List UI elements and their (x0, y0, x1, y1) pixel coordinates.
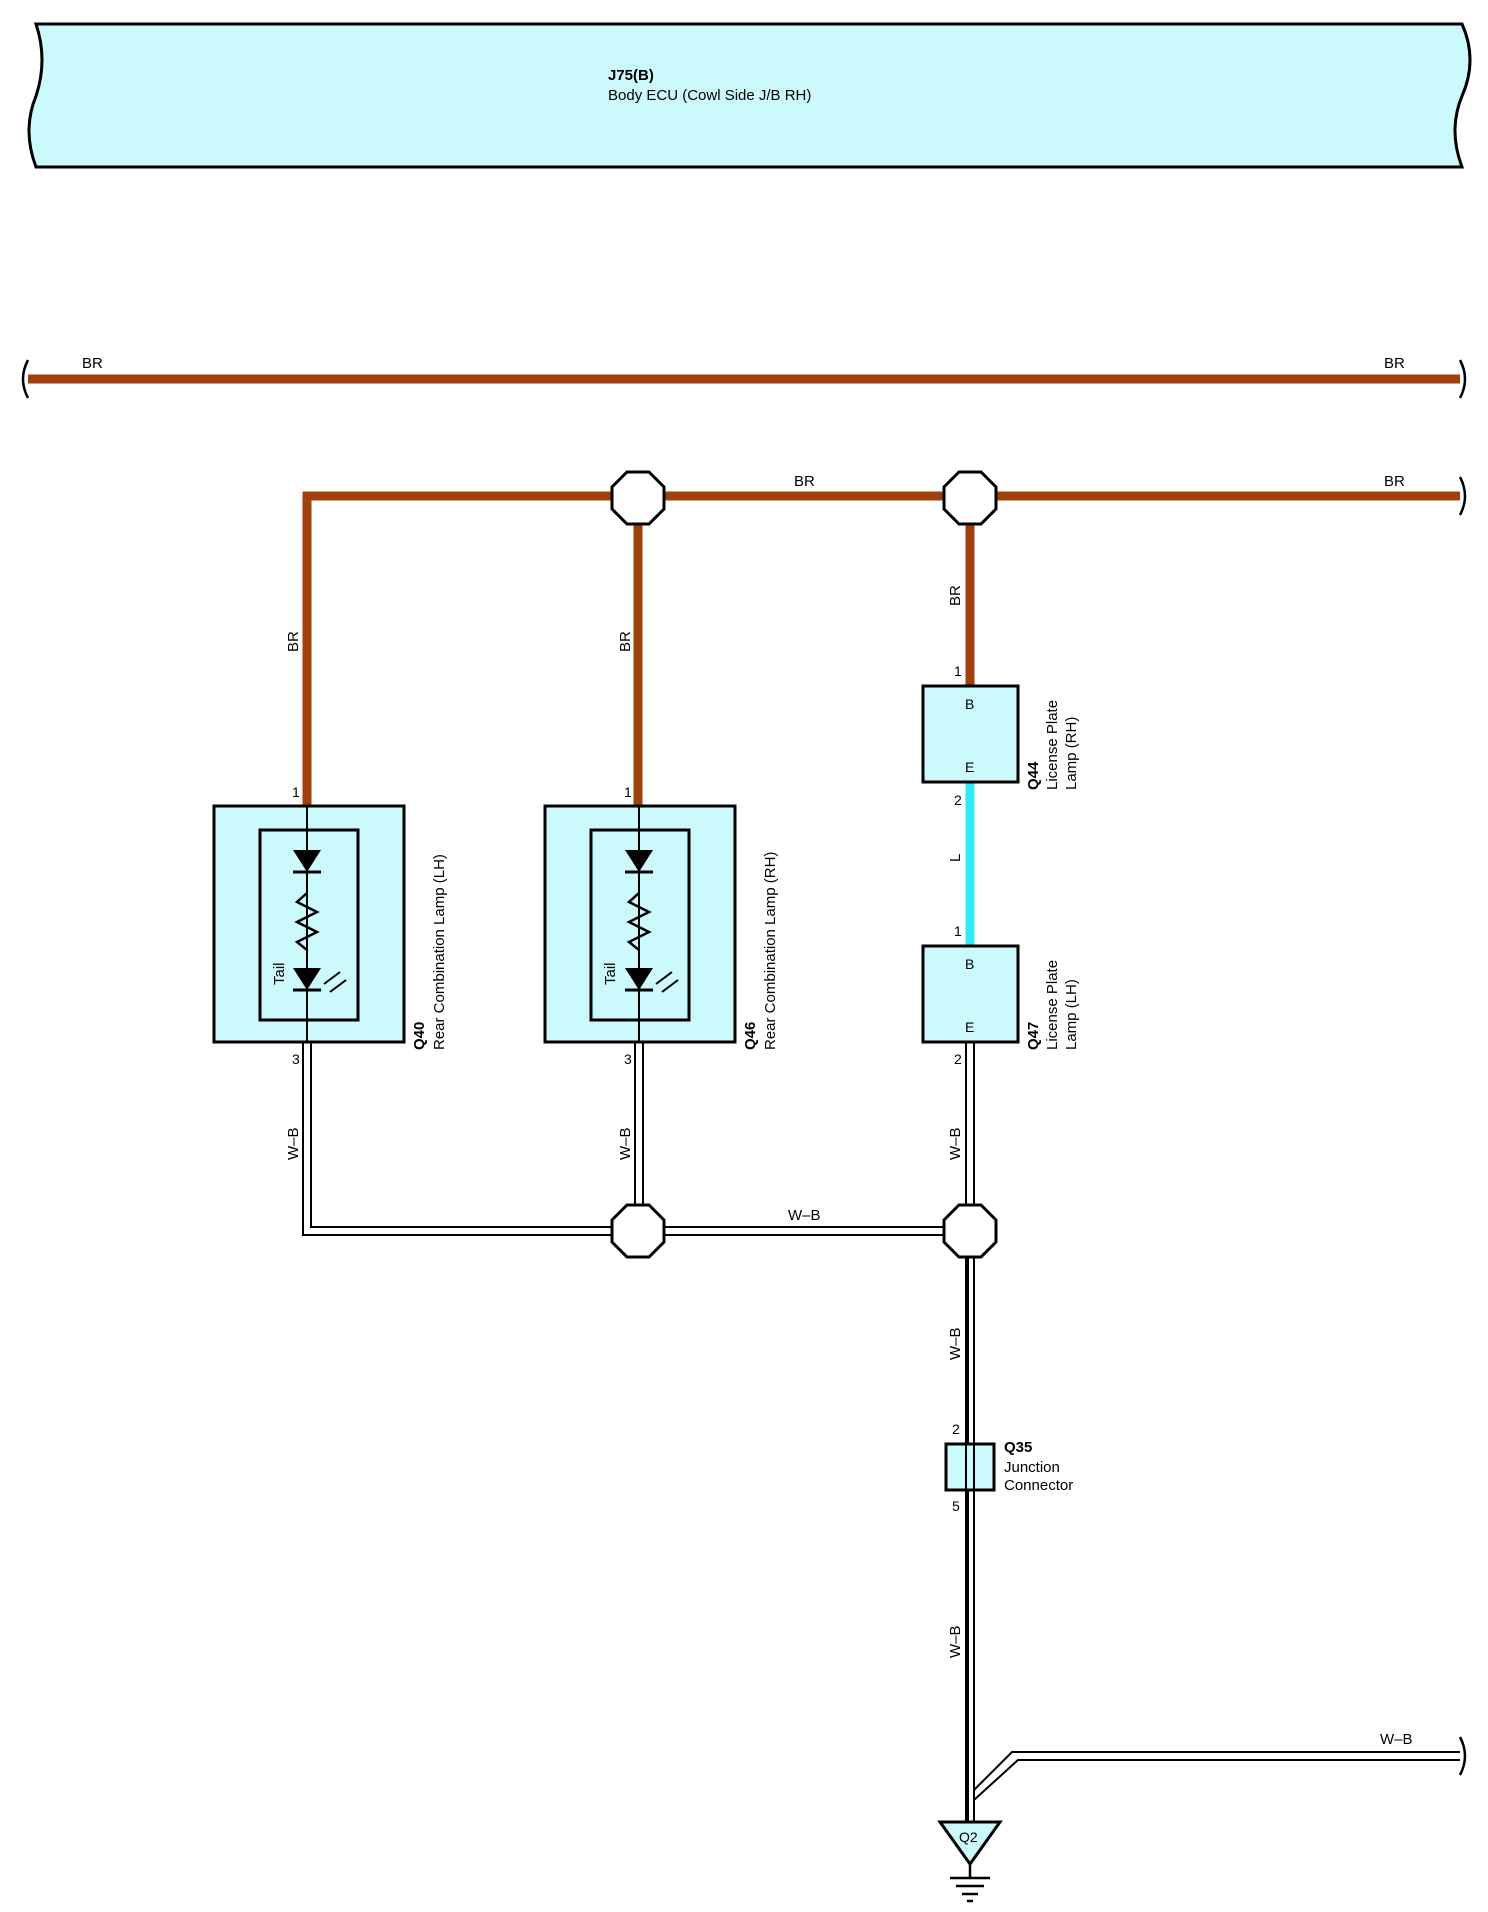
q35-name-line2: Connector (1004, 1477, 1073, 1494)
q46-name: Rear Combination Lamp (RH) (762, 852, 779, 1050)
q40-rear-combination-lamp-lh: Tail 1 3 Q40 Rear Combination Lamp (LH) (212, 784, 448, 1067)
q35-pin-top: 2 (952, 1421, 960, 1437)
br-label-q40: BR (285, 631, 302, 652)
ecu-name: Body ECU (Cowl Side J/B RH) (608, 87, 811, 104)
q47-name-line2: Lamp (LH) (1063, 979, 1080, 1050)
q47-pin-bottom: 2 (954, 1051, 962, 1067)
q46-pin-bottom: 3 (624, 1051, 632, 1067)
q44-term-top: B (965, 696, 974, 712)
br-label-top-right: BR (1384, 355, 1405, 372)
q47-term-top: B (965, 956, 974, 972)
q40-pin-bottom: 3 (292, 1051, 300, 1067)
l-wire: L (947, 782, 975, 946)
junction-node-br-1 (610, 470, 666, 526)
br-label-top-left: BR (82, 355, 103, 372)
wb-wires (302, 1042, 1467, 1853)
q40-inner-label: Tail (271, 962, 288, 985)
q44-term-bottom: E (965, 759, 974, 775)
q46-pin-top: 1 (624, 784, 632, 800)
q35-code: Q35 (1004, 1439, 1032, 1456)
q35-name-line1: Junction (1004, 1459, 1060, 1476)
wb-label-q46: W–B (617, 1127, 634, 1160)
wb-label-lower: W–B (947, 1327, 964, 1360)
q44-pin-top: 1 (954, 663, 962, 679)
body-ecu-block: J75(B) Body ECU (Cowl Side J/B RH) (27, 22, 1472, 169)
br-label-q44: BR (947, 585, 964, 606)
br-wire-top: BR BR (21, 355, 1467, 399)
q46-code: Q46 (742, 1022, 759, 1050)
q44-pin-bottom: 2 (954, 792, 962, 808)
q47-pin-top: 1 (954, 923, 962, 939)
q40-name: Rear Combination Lamp (LH) (431, 854, 448, 1050)
q35-pin-bottom: 5 (952, 1498, 960, 1514)
wb-label-right: W–B (1380, 1731, 1413, 1748)
q46-rear-combination-lamp-rh: Tail 1 3 Q46 Rear Combination Lamp (RH) (543, 784, 779, 1067)
l-label: L (947, 854, 964, 862)
q40-code: Q40 (411, 1022, 428, 1050)
q47-code: Q47 (1025, 1022, 1042, 1050)
wb-label-q47: W–B (947, 1127, 964, 1160)
q47-license-plate-lamp-lh: B E 1 2 Q47 License Plate Lamp (LH) (921, 923, 1080, 1067)
junction-node-wb-2 (942, 1203, 998, 1259)
q44-license-plate-lamp-rh: B E 1 2 Q44 License Plate Lamp (RH) (921, 663, 1080, 808)
q35-junction-connector: 2 5 Q35 Junction Connector (944, 1421, 1073, 1514)
br-label-right: BR (1384, 473, 1405, 490)
wb-label-q40: W–B (285, 1127, 302, 1160)
q2-code: Q2 (959, 1829, 978, 1845)
q44-name-line2: Lamp (RH) (1063, 717, 1080, 790)
q44-code: Q44 (1025, 761, 1042, 790)
junction-node-br-2 (942, 470, 998, 526)
q47-name-line1: License Plate (1044, 960, 1061, 1050)
br-label-mid: BR (794, 473, 815, 490)
wb-label-horizontal: W–B (788, 1207, 821, 1224)
junction-node-wb-1 (610, 1203, 666, 1259)
q44-name-line1: License Plate (1044, 700, 1061, 790)
br-wire-branch: BR BR BR BR BR (285, 473, 1467, 806)
wb-label-bottom: W–B (947, 1625, 964, 1658)
q47-term-bottom: E (965, 1019, 974, 1035)
q46-inner-label: Tail (602, 962, 619, 985)
q40-pin-top: 1 (292, 784, 300, 800)
br-label-q46: BR (617, 631, 634, 652)
ecu-code: J75(B) (608, 67, 654, 84)
q2-ground: Q2 (937, 1820, 1003, 1903)
